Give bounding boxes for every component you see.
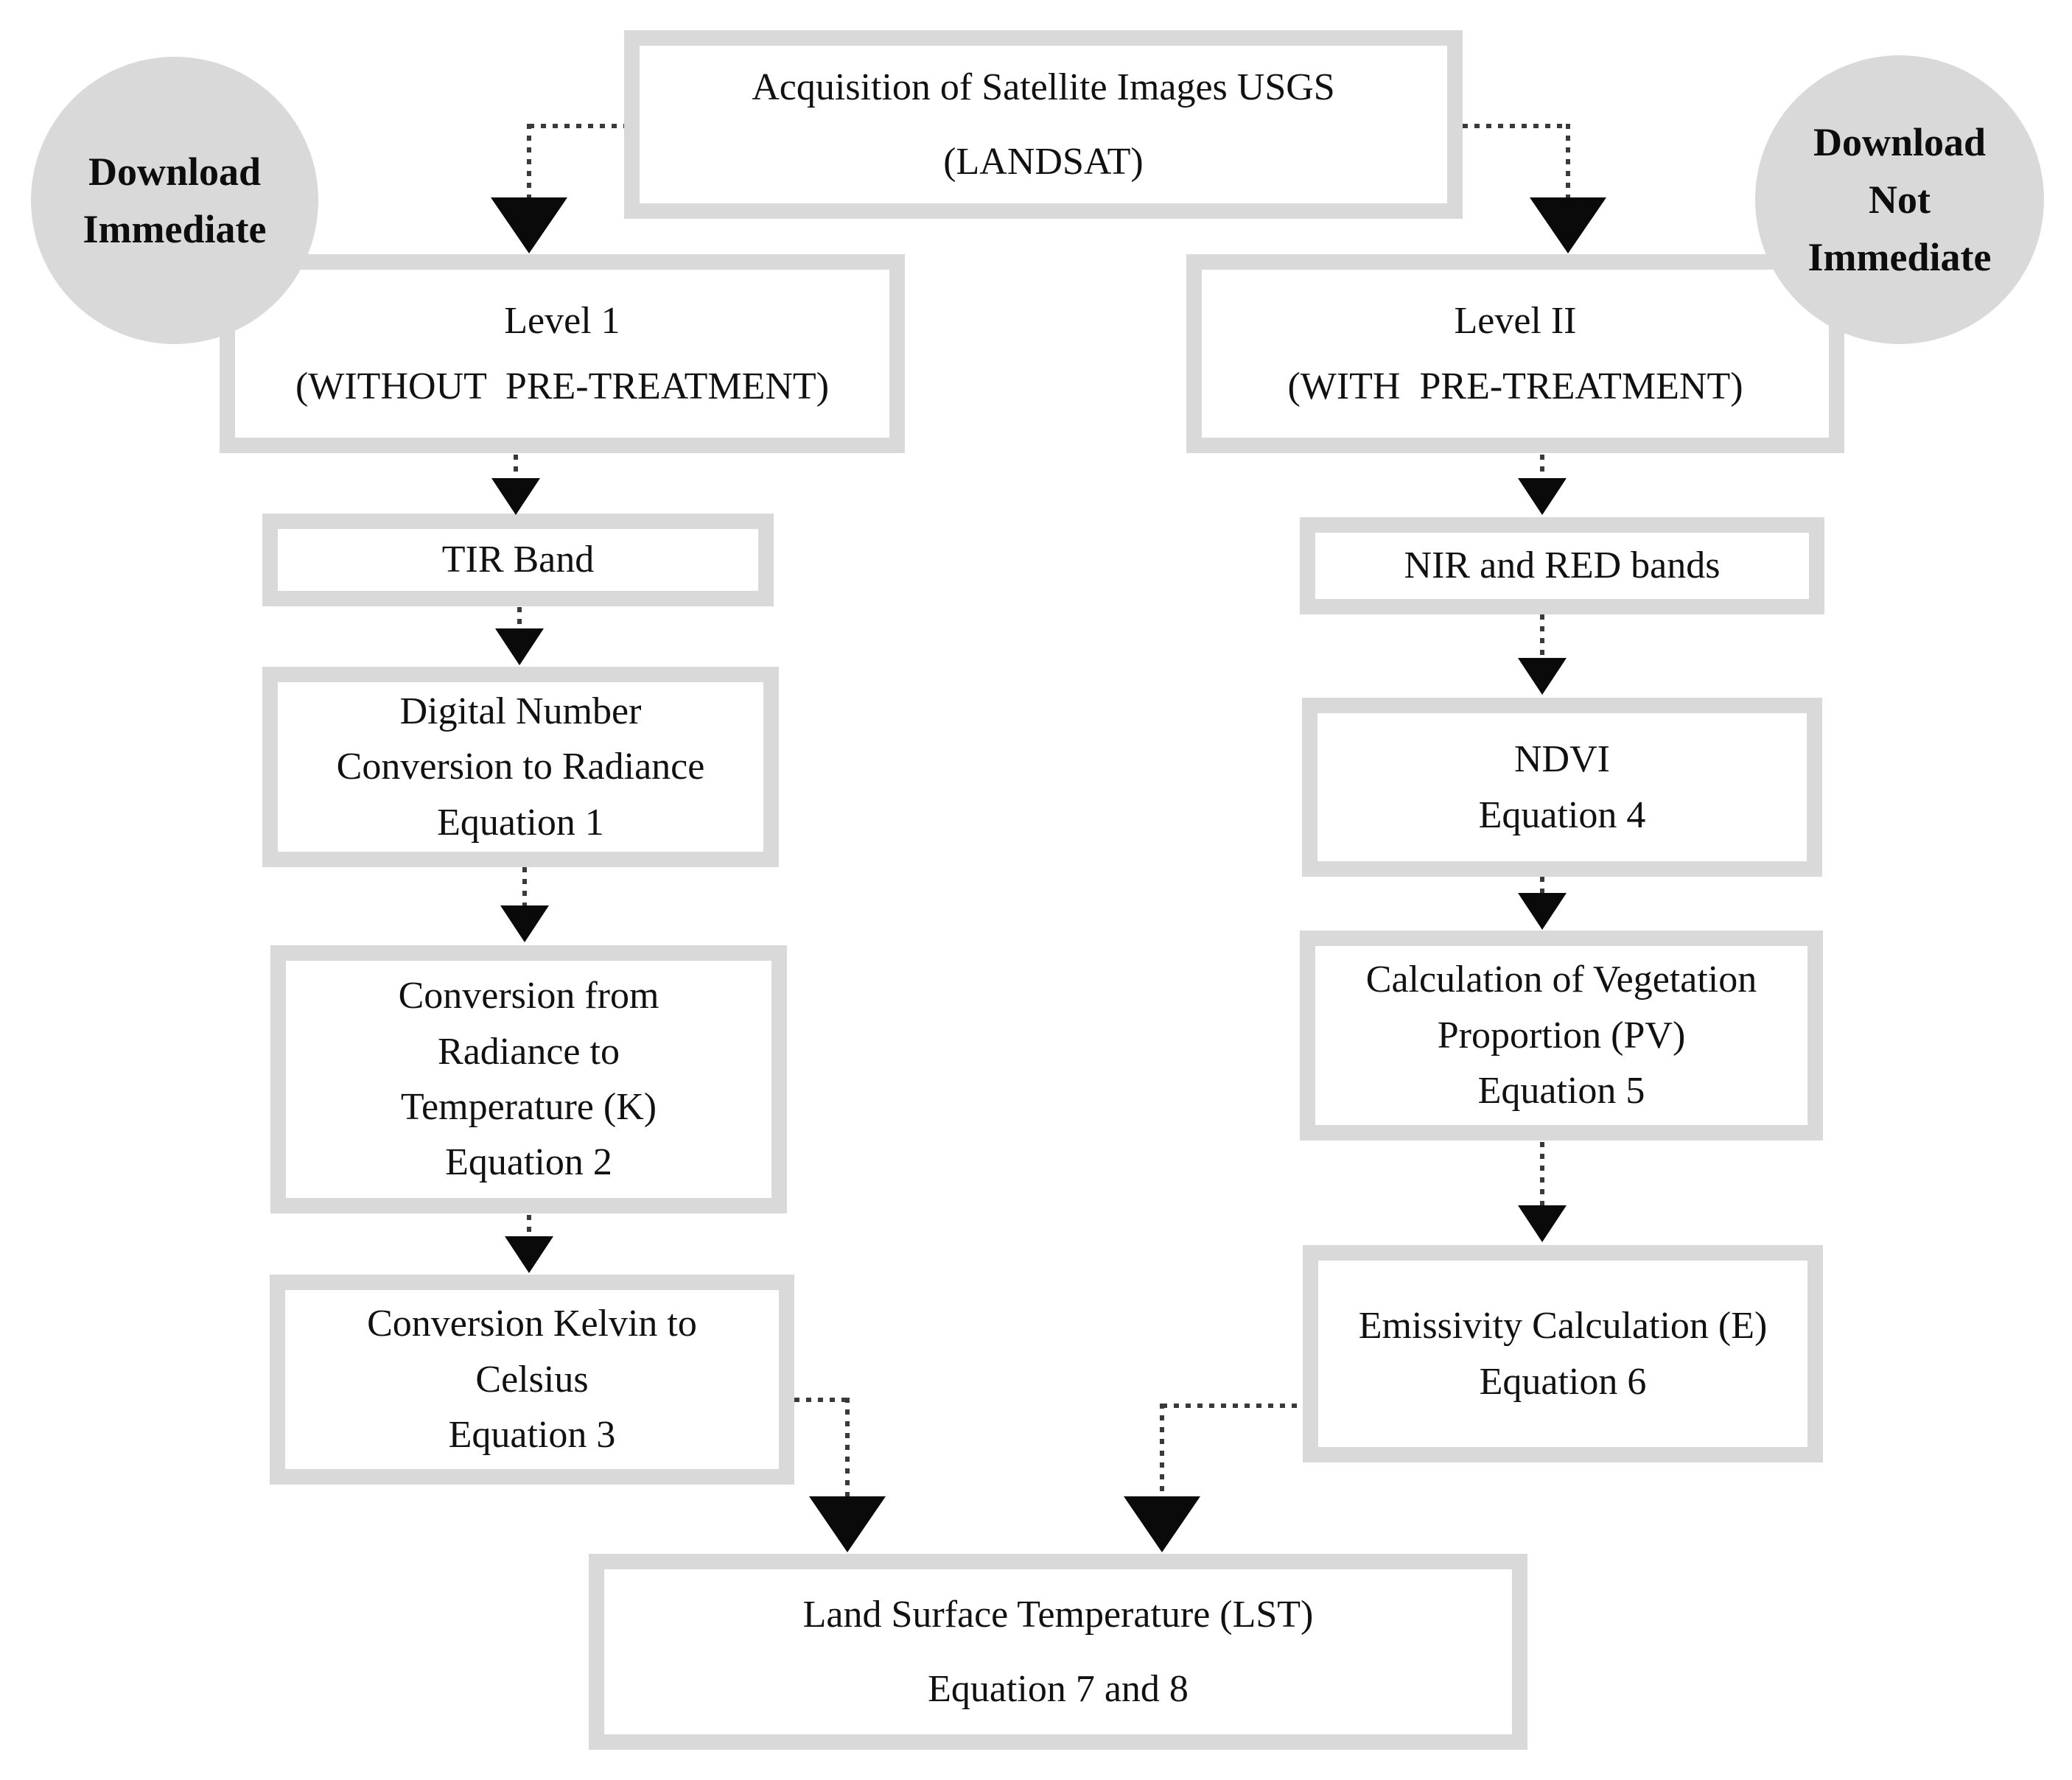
arrowhead-down-icon xyxy=(491,478,540,515)
dotted-line xyxy=(1162,1404,1301,1408)
dotted-line xyxy=(522,867,527,905)
arrowhead-down-icon xyxy=(1518,658,1567,695)
node-lst: Land Surface Temperature (LST) Equation … xyxy=(589,1554,1527,1750)
dotted-line xyxy=(1463,124,1568,128)
node-level1-label: Level 1 (WITHOUT PRE-TREATMENT) xyxy=(295,299,830,407)
node-radiance-to-temperature-label: Conversion from Radiance to Temperature … xyxy=(398,975,659,1184)
dotted-line xyxy=(527,124,531,200)
node-vegetation-proportion: Calculation of Vegetation Proportion (PV… xyxy=(1300,931,1823,1140)
node-vegetation-proportion-label: Calculation of Vegetation Proportion (PV… xyxy=(1365,959,1757,1112)
node-digital-number-label: Digital Number Conversion to Radiance Eq… xyxy=(336,690,705,844)
arrowhead-down-icon xyxy=(1518,478,1567,515)
node-ndvi-label: NDVI Equation 4 xyxy=(1478,738,1646,836)
node-tir-band-label: TIR Band xyxy=(441,539,595,581)
arrowhead-down-icon xyxy=(1518,1205,1567,1242)
node-level1: Level 1 (WITHOUT PRE-TREATMENT) xyxy=(220,254,905,453)
node-digital-number: Digital Number Conversion to Radiance Eq… xyxy=(262,667,779,867)
dotted-line xyxy=(1540,455,1544,480)
node-kelvin-to-celsius: Conversion Kelvin to Celsius Equation 3 xyxy=(270,1275,794,1485)
arrowhead-down-icon xyxy=(495,628,544,665)
dotted-line xyxy=(1540,1142,1544,1206)
arrowhead-down-icon xyxy=(1530,197,1606,253)
dotted-line xyxy=(845,1398,850,1496)
dotted-line xyxy=(1540,877,1544,894)
node-level2: Level II (WITH PRE-TREATMENT) xyxy=(1186,254,1844,453)
dotted-line xyxy=(1566,124,1570,199)
badge-download-not-immediate: Download Not Immediate xyxy=(1755,55,2044,344)
node-acquisition-label: Acquisition of Satellite Images USGS (LA… xyxy=(752,66,1335,183)
node-acquisition: Acquisition of Satellite Images USGS (LA… xyxy=(624,30,1463,219)
node-nir-red-bands-label: NIR and RED bands xyxy=(1404,544,1721,587)
node-emissivity-label: Emissivity Calculation (E) Equation 6 xyxy=(1358,1305,1768,1403)
dotted-line xyxy=(1160,1404,1164,1496)
dotted-line xyxy=(529,124,624,128)
dotted-line xyxy=(517,607,522,631)
badge-download-immediate-label: Download Immediate xyxy=(83,149,267,251)
node-emissivity: Emissivity Calculation (E) Equation 6 xyxy=(1303,1245,1823,1462)
arrowhead-down-icon xyxy=(1518,893,1567,930)
dotted-line xyxy=(514,455,518,483)
node-tir-band: TIR Band xyxy=(262,514,774,606)
arrowhead-down-icon xyxy=(491,197,567,253)
arrowhead-down-icon xyxy=(1124,1496,1200,1552)
badge-download-not-immediate-label: Download Not Immediate xyxy=(1807,119,1992,280)
node-ndvi: NDVI Equation 4 xyxy=(1302,698,1822,877)
badge-download-immediate: Download Immediate xyxy=(31,57,318,344)
arrowhead-down-icon xyxy=(505,1236,553,1273)
node-kelvin-to-celsius-label: Conversion Kelvin to Celsius Equation 3 xyxy=(367,1303,697,1457)
dotted-line xyxy=(1540,614,1544,659)
dotted-line xyxy=(794,1398,850,1402)
node-lst-label: Land Surface Temperature (LST) Equation … xyxy=(802,1593,1314,1710)
node-radiance-to-temperature: Conversion from Radiance to Temperature … xyxy=(270,945,787,1213)
node-nir-red-bands: NIR and RED bands xyxy=(1300,517,1824,614)
node-level2-label: Level II (WITH PRE-TREATMENT) xyxy=(1287,299,1743,407)
arrowhead-down-icon xyxy=(809,1496,886,1552)
arrowhead-down-icon xyxy=(500,905,549,942)
dotted-line xyxy=(527,1215,531,1237)
